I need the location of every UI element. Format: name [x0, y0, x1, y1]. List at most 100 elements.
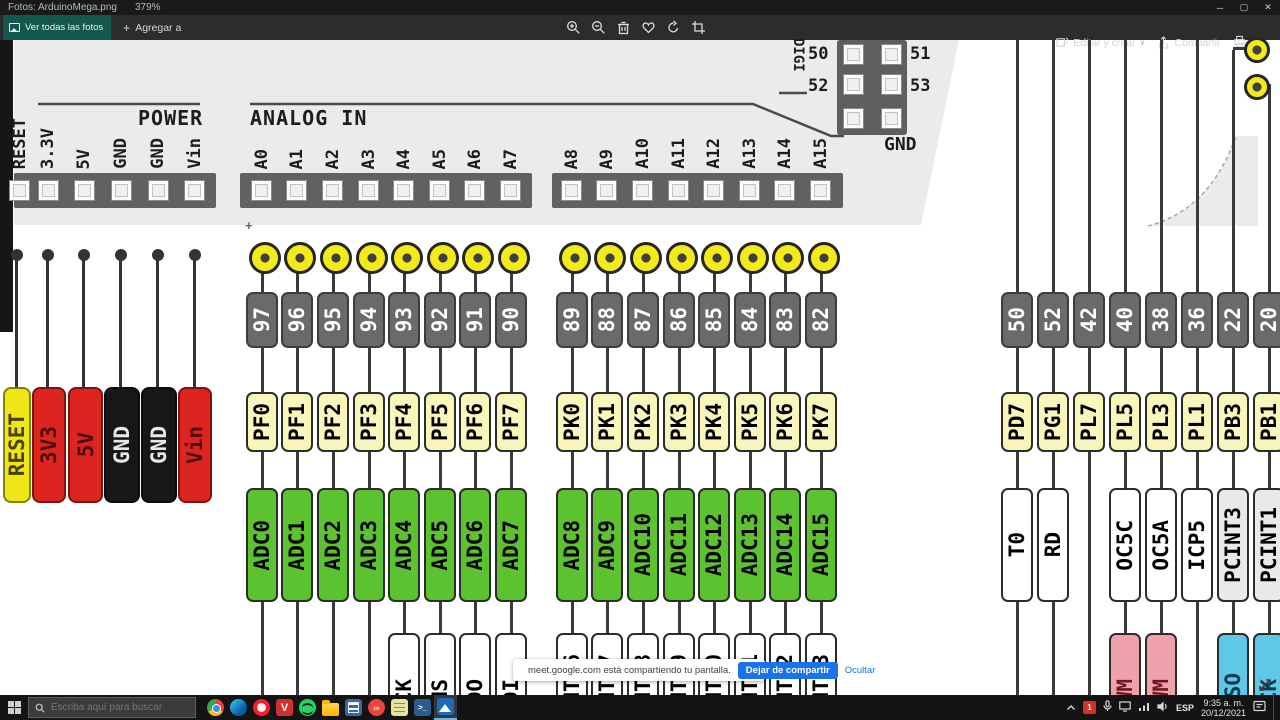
port-box: PK1 [591, 392, 623, 452]
taskbar-icon-opera[interactable] [250, 695, 273, 720]
taskbar-icon-edge[interactable] [227, 695, 250, 720]
pin-number-box: 92 [424, 292, 456, 348]
pin-socket [774, 180, 795, 201]
taskbar-icon-v-app[interactable]: V [273, 695, 296, 720]
port-box: PL7 [1073, 392, 1105, 452]
notification-badge[interactable]: 1 [1082, 701, 1096, 714]
analog-section-label: ANALOG IN [250, 106, 368, 130]
header-label: RESET [10, 117, 30, 169]
resize-diagonal-icon[interactable] [1256, 676, 1274, 699]
wire [46, 259, 49, 388]
taskbar-icon-notes[interactable] [388, 695, 411, 720]
pin-column: 95 PF2 ADC2 [317, 0, 352, 720]
system-tray: 1 ESP 9:35 a. m. 20/12/2021 [1066, 695, 1280, 720]
maximize-button[interactable]: ▢ [1239, 2, 1249, 12]
tray-mic-icon[interactable] [1103, 699, 1112, 717]
action-center-icon[interactable] [1253, 699, 1266, 717]
screen-share-banner: meet.google.com está compartiendo tu pan… [513, 659, 875, 681]
function-box: ADC2 [317, 488, 349, 602]
digital-pin-50: 50 [808, 44, 829, 64]
delete-icon[interactable] [616, 20, 631, 35]
header-label: GND [111, 138, 131, 169]
minimize-button[interactable]: ─ [1216, 2, 1224, 13]
digital-pin-53: 53 [910, 76, 931, 96]
port-box: PK5 [734, 392, 766, 452]
header-label: GND [148, 138, 168, 169]
pin-number-box: 91 [459, 292, 491, 348]
rotate-icon[interactable] [666, 20, 681, 35]
port-box: PB1 [1253, 392, 1280, 452]
function-box: ADC14 [769, 488, 801, 602]
window-controls: ─ ▢ ✕ [1208, 0, 1280, 15]
rail-box-3v3: 3V3 [32, 387, 66, 503]
pin-number-box: 52 [1037, 292, 1069, 348]
taskbar-icon-circle-app[interactable]: ∞ [365, 695, 388, 720]
pin-socket [739, 180, 760, 201]
taskbar-icon-photos-active[interactable] [434, 695, 457, 720]
tray-clock[interactable]: 9:35 a. m. 20/12/2021 [1201, 698, 1246, 718]
function-box: PCINT3 [1217, 488, 1249, 602]
zoom-in-icon[interactable] [566, 20, 581, 35]
search-input[interactable] [51, 702, 181, 713]
zoom-out-icon[interactable] [591, 20, 606, 35]
pin-number-box: 82 [805, 292, 837, 348]
header-label: 5V [74, 148, 94, 169]
pin-socket [74, 180, 95, 201]
pin-number-box: 96 [281, 292, 313, 348]
tray-display-icon[interactable] [1119, 699, 1131, 717]
start-button[interactable] [0, 695, 28, 720]
pin-hole [1244, 74, 1270, 100]
port-box: PK6 [769, 392, 801, 452]
taskbar-icon-calculator[interactable] [342, 695, 365, 720]
taskbar-search[interactable] [28, 697, 196, 718]
taskbar-icon-file-explorer[interactable] [319, 695, 342, 720]
wire-dot [78, 249, 90, 261]
board-left-edge [0, 40, 13, 332]
rail-box-gnd: GND [141, 387, 177, 503]
print-icon[interactable] [1233, 35, 1246, 51]
taskbar-icon-powershell[interactable]: >_ [411, 695, 434, 720]
pin-socket [286, 180, 307, 201]
rail-box-vin: Vin [178, 387, 212, 503]
function-box: OC5C [1109, 488, 1141, 602]
pin-column: 50 PD7 T0 [1001, 0, 1033, 720]
rail-box-5v: 5V [68, 387, 103, 503]
function-box: ICP5 [1181, 488, 1213, 602]
pin-column: 89 PK0 ADC8 PCINT16 [556, 0, 591, 720]
pin-column: 20 PB1 PCINT1 SCK [1253, 0, 1280, 720]
taskbar-icon-spotify[interactable] [296, 695, 319, 720]
windows-logo-icon [7, 701, 21, 714]
pin-number-box: 22 [1217, 292, 1249, 348]
toolbar [566, 15, 706, 40]
photo-icon [9, 23, 20, 32]
add-to-button[interactable]: + Agregar a [123, 21, 181, 35]
edit-icon [1056, 37, 1069, 47]
taskbar: V ∞ >_ 1 ESP 9:35 a. m. 20/12/2021 [0, 695, 1280, 720]
tray-chevron-up-icon[interactable] [1066, 699, 1076, 717]
pin-socket [148, 180, 169, 201]
favorite-icon[interactable] [641, 20, 656, 35]
tray-volume-icon[interactable] [1157, 699, 1169, 717]
wire [119, 259, 122, 388]
port-box: PD7 [1001, 392, 1033, 452]
hide-link[interactable]: Ocultar [844, 664, 876, 676]
function-box: ADC13 [734, 488, 766, 602]
port-box: PL3 [1145, 392, 1177, 452]
show-desktop-sliver[interactable] [1273, 695, 1276, 720]
pin-column: 97 PF0 ADC0 [246, 0, 281, 720]
crop-edit-icon[interactable] [691, 20, 706, 35]
stop-sharing-button[interactable]: Dejar de compartir [737, 661, 838, 679]
port-box: PK3 [663, 392, 695, 452]
tray-network-icon[interactable] [1138, 699, 1150, 717]
port-box: PF7 [495, 392, 527, 452]
function-box: ADC6 [459, 488, 491, 602]
taskbar-icon-chrome[interactable] [204, 695, 227, 720]
wire-dot [152, 249, 164, 261]
close-button[interactable]: ✕ [1264, 2, 1272, 12]
wire-dot [115, 249, 127, 261]
pin-socket [668, 180, 689, 201]
pin-socket [810, 180, 831, 201]
tab-view-all-photos[interactable]: Ver todas las fotos [3, 15, 112, 40]
language-indicator[interactable]: ESP [1175, 702, 1194, 713]
wire-dot [11, 249, 23, 261]
